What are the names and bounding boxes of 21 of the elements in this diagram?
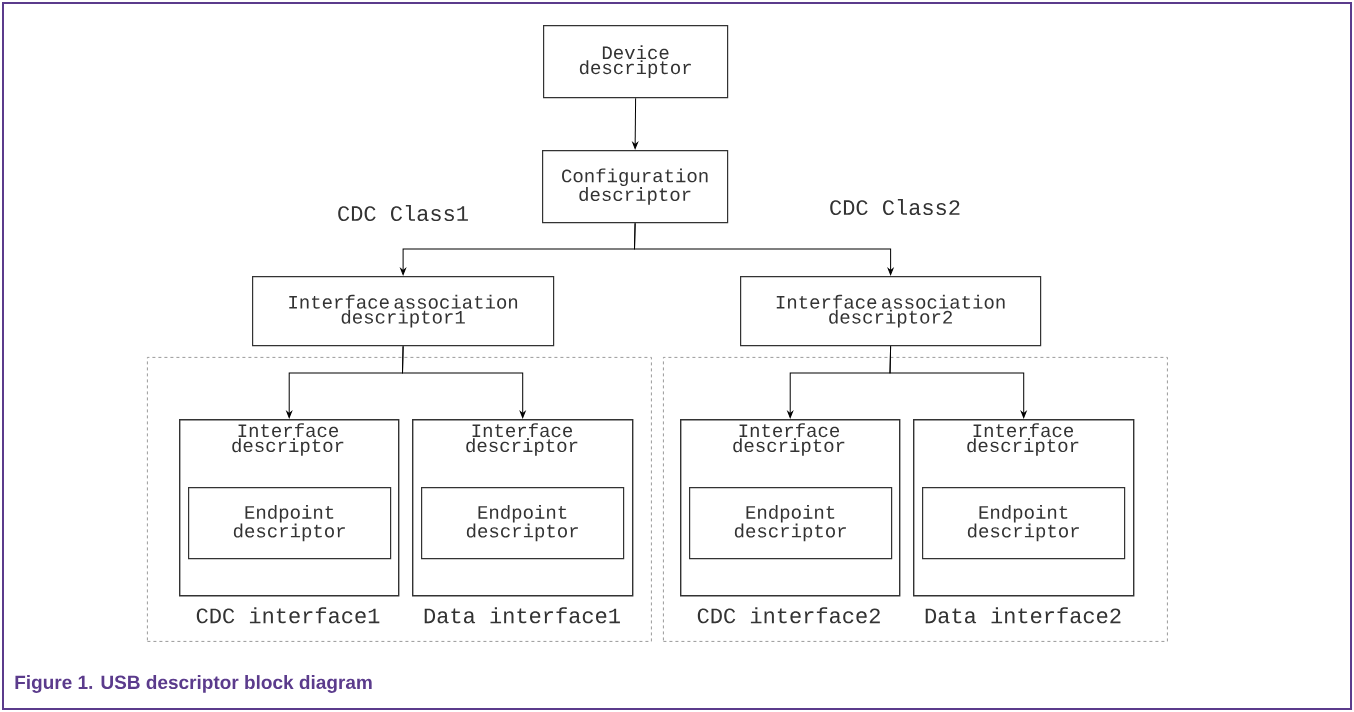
descriptor-box: Configuration descriptor xyxy=(542,150,729,224)
interface-caption: CDC interface1 xyxy=(196,607,380,624)
descriptor-box: Endpoint descriptor xyxy=(188,487,392,560)
arrow xyxy=(634,222,894,276)
arrow xyxy=(402,345,526,419)
interface-caption: Data interface2 xyxy=(925,607,1121,624)
arrow xyxy=(889,345,1027,419)
group-frame xyxy=(147,357,652,642)
group-frame xyxy=(663,357,1168,642)
descriptor-box: Interface association descriptor1 xyxy=(252,276,555,347)
descriptor-box: Device descriptor xyxy=(543,25,729,99)
descriptor-box: Interface association descriptor2 xyxy=(740,276,1042,347)
class-label: CDC Class2 xyxy=(830,198,960,216)
descriptor-box: Endpoint descriptor xyxy=(421,487,625,560)
descriptor-box: Endpoint descriptor xyxy=(922,487,1126,560)
descriptor-box: Endpoint descriptor xyxy=(689,487,893,560)
arrow xyxy=(632,97,639,150)
interface-caption: Data interface1 xyxy=(424,607,620,624)
class-label: CDC Class1 xyxy=(338,204,468,222)
interface-caption: CDC interface2 xyxy=(697,607,880,624)
figure-caption: Figure 1. USB descriptor block diagram xyxy=(15,675,372,693)
